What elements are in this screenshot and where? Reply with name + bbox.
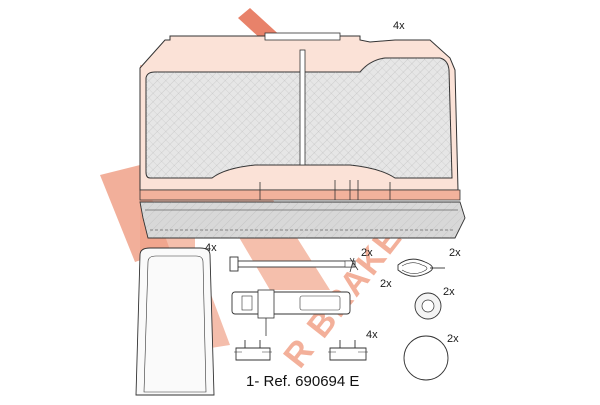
- top-tab: [264, 32, 341, 41]
- qty-label-cap: 2x: [447, 333, 459, 345]
- reference-caption: 1- Ref. 690694 E: [246, 373, 360, 390]
- wear-slot: [299, 49, 306, 166]
- retaining-pin: [229, 256, 359, 273]
- qty-label-shim: 4x: [205, 242, 217, 254]
- qty-label-spring-clip: 2x: [449, 247, 461, 259]
- shim-plate: [135, 247, 215, 396]
- cap-disc: [403, 335, 449, 381]
- brake-pad-assembly: [139, 32, 466, 239]
- qty-label-pin: 2x: [361, 247, 373, 259]
- qty-label-bracket: 4x: [366, 329, 378, 341]
- spring-clip: [397, 258, 445, 277]
- small-brackets: [234, 340, 368, 361]
- qty-label-bushing: 2x: [443, 286, 455, 298]
- bushing: [414, 292, 442, 320]
- qty-label-wire: 2x: [380, 278, 392, 290]
- cross-bracket: [231, 289, 351, 336]
- pad-bottom-edge: [139, 189, 461, 201]
- qty-label-pad-set: 4x: [393, 20, 405, 32]
